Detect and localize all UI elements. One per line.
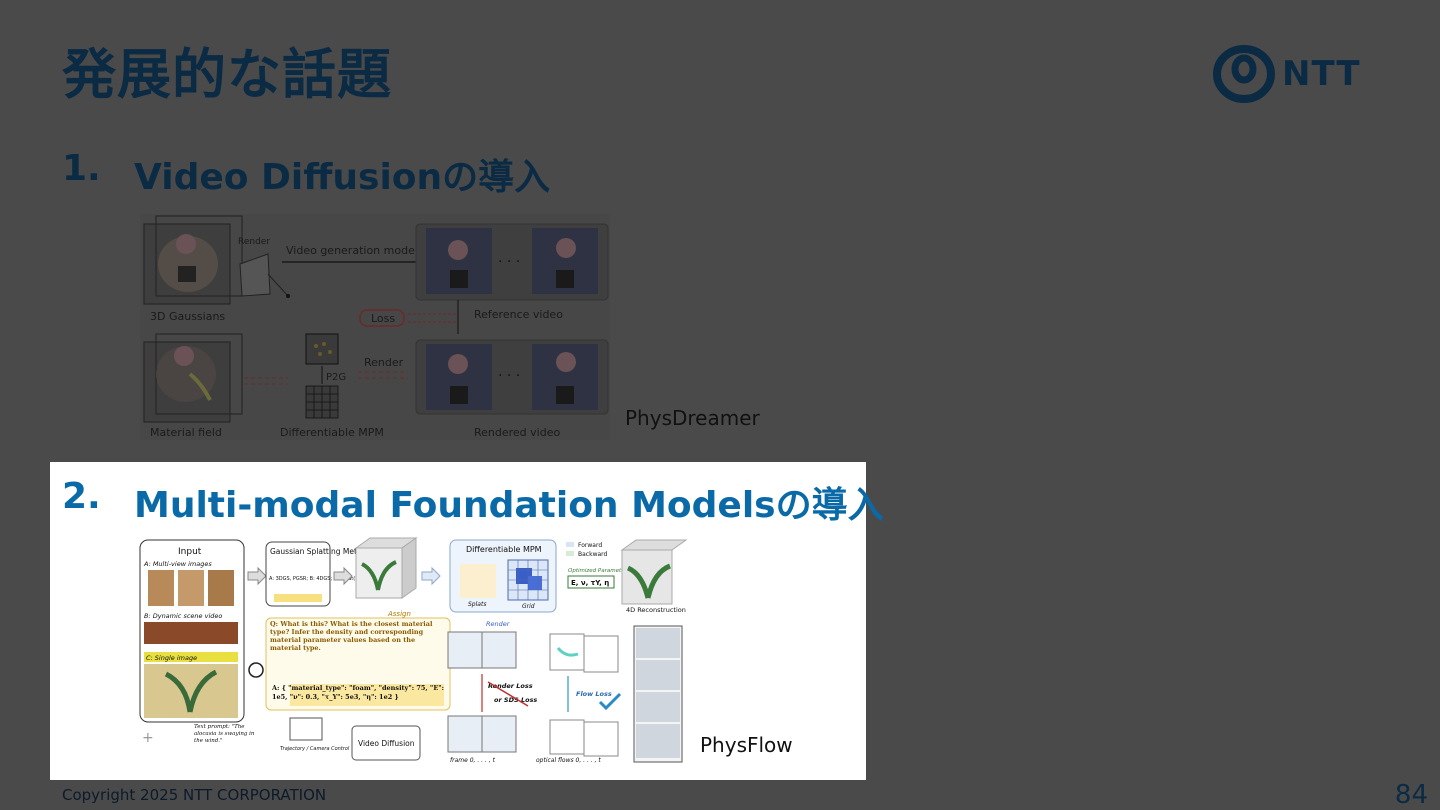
splat-highlight [274, 594, 322, 602]
arrow-to-gs [247, 566, 267, 586]
render-frame-2 [481, 631, 517, 669]
fig2-video-diff: Video Diffusion [358, 739, 415, 748]
fig1-p2g-label: P2G [326, 372, 346, 383]
fig2-question: Q: What is this? What is the closest mat… [270, 620, 433, 652]
llm-icon [248, 662, 264, 678]
section-text: Video Diffusionの導入 [134, 157, 551, 198]
render-ray [267, 273, 289, 297]
fig1-material-label: Material field [150, 426, 222, 439]
ntt-logo: NTT [1212, 44, 1372, 104]
fig2-dynamic-label: B: Dynamic scene video [144, 612, 222, 620]
physflow-caption: PhysFlow [700, 733, 793, 757]
fig1-loss-label: Loss [371, 312, 395, 325]
fig2-flow-loss: Flow Loss [576, 690, 612, 698]
particles-box [305, 333, 339, 365]
fig2-traj: Trajectory / Camera Control [280, 746, 350, 752]
section-number: 1. [62, 148, 101, 189]
check-icon [598, 692, 622, 711]
frame-img-1 [447, 715, 483, 753]
params-box [567, 575, 615, 589]
gs-method-box [265, 541, 331, 607]
fig2-or-sds: or SDS Loss [494, 696, 537, 704]
fig2-answer: A: { "material_type": "foam", "density":… [272, 684, 445, 701]
fig2-prompt: Text prompt: "The alocasia is swaying in… [194, 724, 255, 744]
gaussians-cube [143, 215, 243, 305]
page-number: 84 [1394, 780, 1428, 810]
gaussian-cube [354, 537, 418, 599]
camera-point [286, 294, 290, 298]
section-text: Multi-modal Foundation Modelsの導入 [134, 485, 884, 526]
fig2-flows: optical flows 0, . . . , t [536, 757, 601, 764]
arrow-to-cube [333, 566, 353, 586]
legend-backward-swatch [566, 551, 574, 556]
fig2-grid: Grid [522, 603, 535, 610]
mpm-grid [305, 385, 339, 419]
fig1-mpm-label: Differentiable MPM [280, 426, 384, 439]
fig1-rendered-label: Rendered video [474, 426, 560, 439]
fig1-gaussians-label: 3D Gaussians [150, 310, 225, 323]
fig1-dots-2: · · · [498, 368, 520, 384]
frame-img-2 [481, 715, 517, 753]
physflow-figure: Input A: Multi-view images B: Dynamic sc… [138, 536, 698, 768]
fig1-video-model-label: Video generation model [286, 244, 418, 257]
fig2-params: E, ν, τY, η [571, 579, 609, 587]
dynamic-video-strip [144, 622, 238, 644]
video-diffusion-box [351, 725, 421, 761]
physdreamer-figure: 3D Gaussians Render Video generation mod… [140, 214, 610, 440]
answer-highlight [290, 684, 444, 706]
multiview-image-1 [148, 570, 174, 606]
fig1-dots-1: · · · [498, 254, 520, 270]
single-image-label-bg [144, 652, 238, 662]
recon-strip [633, 625, 683, 763]
splats-thumb [460, 564, 496, 598]
cross-line [487, 681, 529, 707]
fig2-gs-examples: A: 3DGS, PGSR; B: 4DGS; C: Splat(SR) [269, 576, 364, 582]
fig1-reference-label: Reference video [474, 308, 563, 321]
physdreamer-caption: PhysDreamer [625, 406, 760, 430]
fig2-backward: Backward [578, 551, 608, 558]
section-number: 2. [62, 476, 101, 517]
render-frame-1 [447, 631, 483, 669]
arrow-to-mpm [421, 566, 441, 586]
fig2-optimized: Optimized Parameters: [568, 568, 632, 574]
section-heading-1: 1. Video Diffusionの導入 [62, 148, 550, 200]
loss-box [359, 309, 405, 327]
fig2-gs-method: Gaussian Splatting Method [270, 547, 371, 556]
section-heading-2: 2. Multi-modal Foundation Modelsの導入 [62, 476, 884, 528]
fig2-input-label: Input [178, 547, 202, 557]
plus-glyph: + [142, 730, 154, 746]
fig2-frames: frame 0, . . . , t [450, 757, 496, 764]
copyright: Copyright 2025 NTT CORPORATION [62, 786, 327, 804]
logo-text: NTT [1282, 54, 1361, 94]
fig2-diff-mpm: Differentiable MPM [466, 545, 542, 554]
render-plane [239, 253, 271, 297]
material-field-cube [143, 333, 243, 423]
fig2-render-loss: Render Loss [488, 682, 533, 690]
fig2-assign-label: Assign [387, 610, 411, 618]
fig2-forward: Forward [578, 542, 602, 549]
flow-frame-1 [549, 633, 585, 671]
fig1-render-label: Render [238, 237, 270, 247]
multiview-image-2 [178, 570, 204, 606]
legend-forward-swatch [566, 542, 574, 547]
ntt-logo-icon [1213, 45, 1275, 103]
fig2-splats: Splats [468, 601, 486, 608]
fig2-single-label: C: Single image [146, 654, 197, 662]
mpm-grid-2 [507, 559, 549, 601]
fig2-render: Render [486, 620, 511, 628]
trajectory-box [289, 717, 323, 741]
fig2-recon: 4D Reconstruction [626, 606, 686, 614]
flow-frame-2 [583, 635, 619, 673]
recon-cube [620, 539, 688, 605]
slide-title: 発展的な話題 [62, 43, 392, 106]
fig1-render2-label: Render [364, 356, 404, 369]
multiview-image-3 [208, 570, 234, 606]
optical-flow-1 [549, 719, 585, 755]
optical-flow-2 [583, 721, 619, 757]
fig2-multiview-label: A: Multi-view images [143, 560, 212, 568]
